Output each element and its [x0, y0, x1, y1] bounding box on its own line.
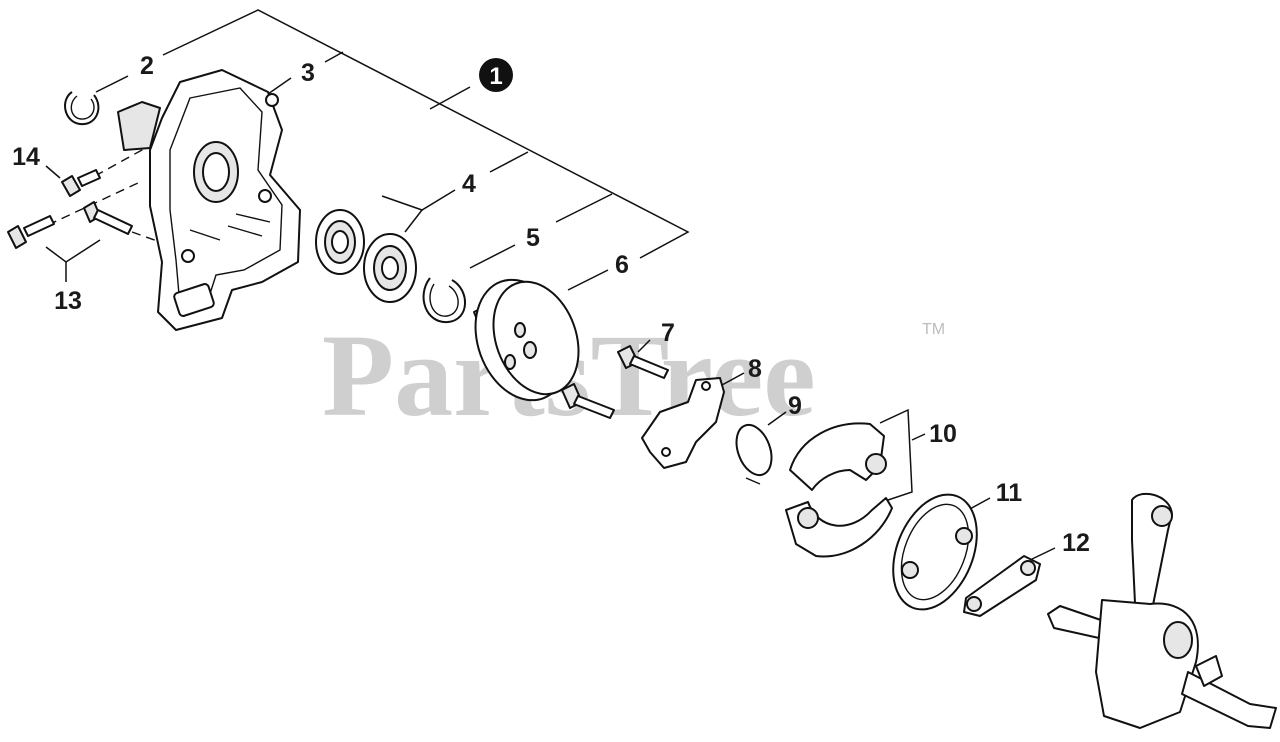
clutch-shoe-lower-pivot [797, 507, 819, 529]
leader-lines [45, 75, 1056, 561]
clutch-shoe-lower [785, 497, 893, 558]
callout-7[interactable]: 7 [661, 319, 675, 347]
leader-8 [721, 372, 745, 386]
crank-pin [1163, 621, 1193, 659]
assembly-bracket [162, 9, 690, 259]
crankcase-boss [117, 101, 161, 151]
clutch-drum[interactable] [459, 267, 593, 414]
crankcase-ribs [189, 213, 271, 241]
screw-13a-head [7, 225, 27, 249]
crankshaft-right-stub [1181, 671, 1277, 729]
callout-10[interactable]: 10 [929, 420, 957, 448]
clutch-plate[interactable] [641, 377, 725, 469]
bracket-main-line [162, 9, 690, 259]
crankcase-hole-top [265, 93, 279, 107]
washer-plate-hole-b [901, 561, 919, 579]
crankcase-mount-lug [173, 283, 215, 317]
bolt-7b-shank [573, 395, 615, 419]
bolt-7a-shank [629, 355, 669, 379]
screw-13b-shank [93, 209, 133, 235]
link-plate[interactable] [963, 555, 1041, 617]
clutch-drum-hole-a [514, 322, 526, 338]
crankcase-hole-left [181, 249, 195, 263]
callout-14[interactable]: 14 [12, 143, 40, 171]
snap-ring-inner [429, 283, 459, 317]
link-plate-hole-b [1020, 560, 1036, 576]
washer-plate-hole-a [955, 527, 973, 545]
leader-3 [267, 77, 292, 95]
leader-7 [637, 339, 651, 353]
clutch-drum-hole-b [523, 341, 537, 359]
bracket-tick-5 [555, 193, 613, 223]
leader-5 [469, 244, 516, 269]
leader-10 [879, 408, 913, 501]
retaining-ring-inner [70, 95, 95, 120]
crankshaft[interactable] [1047, 492, 1277, 729]
retaining-ring[interactable] [64, 91, 100, 126]
screw-14-shank [77, 169, 101, 187]
leader-13 [45, 239, 101, 263]
screw-14[interactable] [61, 169, 101, 197]
clutch-plate-body [641, 377, 725, 469]
washer-plate-body [892, 493, 978, 611]
ball-bearings[interactable] [315, 209, 417, 303]
bracket-tick-4 [489, 151, 529, 173]
screw-14-head [61, 175, 81, 197]
leader-12 [1029, 547, 1056, 561]
callout-11[interactable]: 11 [996, 479, 1023, 507]
clutch-shoe-upper [789, 422, 885, 491]
crankcase-bore-center [202, 152, 230, 192]
screw-13b-axis [131, 231, 161, 243]
screws-13[interactable] [7, 201, 133, 249]
callout-13[interactable]: 13 [54, 287, 82, 315]
leader-4a [381, 189, 456, 211]
callout-12[interactable]: 12 [1062, 529, 1090, 557]
callout-2[interactable]: 2 [140, 52, 154, 80]
connecting-rod-small-end [1151, 505, 1173, 527]
crankcase-inner-rim [169, 87, 283, 307]
alignment-lines [47, 139, 161, 243]
assembly-badge[interactable]: 1 [479, 58, 513, 92]
leader-4b [404, 209, 423, 233]
leader-9 [767, 411, 787, 426]
snap-ring[interactable] [422, 277, 466, 324]
bearing-b-bore [381, 256, 399, 280]
watermark-trademark: TM [922, 321, 945, 338]
clutch-spring[interactable] [730, 420, 778, 485]
callout-9[interactable]: 9 [788, 392, 802, 420]
leader-6 [567, 269, 609, 291]
callout-4[interactable]: 4 [462, 170, 476, 198]
clutch-plate-hole-a [701, 381, 711, 391]
link-plate-hole-a [966, 596, 982, 612]
clutch-plate-hole-b [661, 447, 671, 457]
crank-web [1095, 599, 1199, 729]
callout-labels: 2 3 4 5 6 7 8 9 10 11 12 13 14 [12, 52, 1090, 557]
shoulder-bolts[interactable] [561, 345, 669, 419]
leader-14 [45, 165, 61, 179]
callout-8[interactable]: 8 [748, 355, 762, 383]
crankcase-hole-right [258, 189, 272, 203]
clutch-drum-hole-c [504, 354, 516, 370]
bracket-badge-leader [429, 86, 471, 110]
crankcase-half[interactable] [117, 69, 301, 331]
clutch-shoe-upper-pivot [865, 453, 887, 475]
callout-3[interactable]: 3 [301, 59, 315, 87]
clutch-shoes[interactable] [785, 422, 893, 558]
callout-6[interactable]: 6 [615, 251, 629, 279]
crankshaft-key [1195, 655, 1223, 687]
callout-5[interactable]: 5 [526, 224, 540, 252]
bracket-tick-3 [324, 51, 344, 63]
assembly-badge-number: 1 [489, 63, 502, 90]
assembly-badge-circle [479, 58, 513, 92]
leader-10b [911, 433, 926, 441]
washer-plate[interactable] [877, 482, 992, 622]
screw-13a-shank [23, 215, 55, 237]
leader-2 [95, 75, 129, 93]
watermark: PartsTree TM [322, 310, 945, 441]
bearing-a-bore [331, 230, 349, 254]
clutch-spring-outline [735, 423, 773, 477]
washer-plate-inner [900, 503, 970, 601]
